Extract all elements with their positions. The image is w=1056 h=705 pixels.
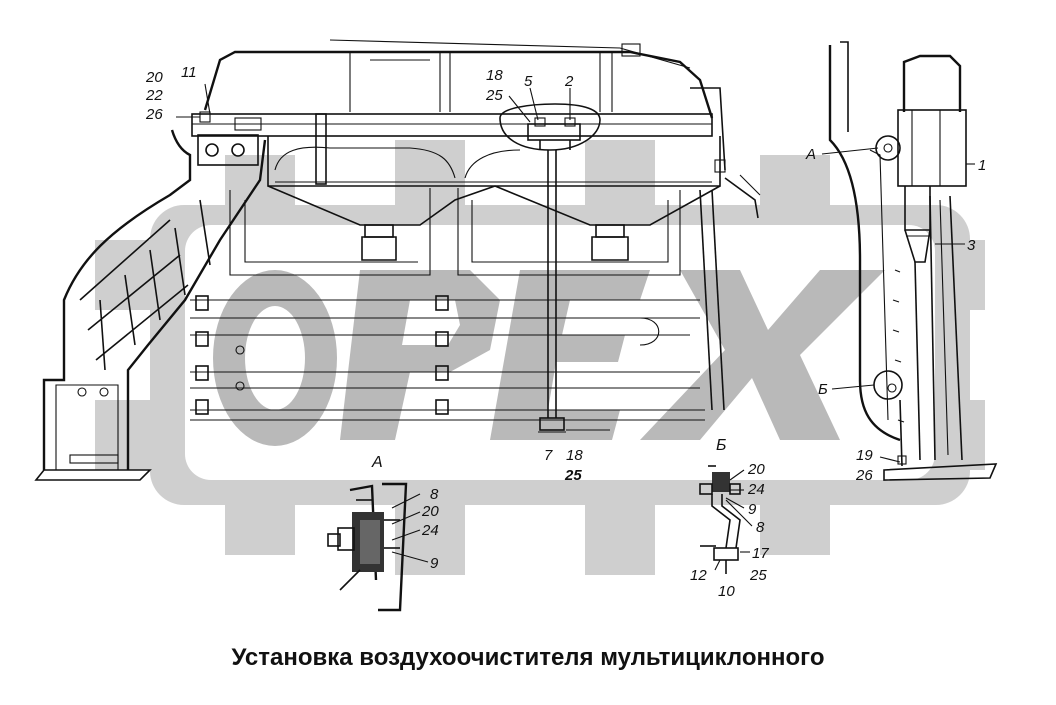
leader-lines: [176, 83, 975, 571]
detail-b-callout-25: 25: [749, 567, 767, 584]
callout-mark-a: А: [805, 146, 816, 163]
detail-b-callout-9: 9: [748, 501, 757, 518]
detail-a-callout-8: 8: [430, 486, 439, 503]
detail-b-drawing: [699, 465, 741, 574]
callout-7: 7: [544, 447, 553, 464]
drawing-caption: Установка воздухоочистителя мультициклон…: [232, 644, 825, 671]
callout-25-bottom: 25: [564, 467, 582, 484]
detail-a-drawing: [327, 482, 408, 612]
callout-5: 5: [524, 73, 533, 90]
callout-mark-b: Б: [818, 381, 828, 398]
center-support-rod: [538, 150, 610, 433]
callout-2: 2: [564, 73, 574, 90]
callout-3: 3: [967, 237, 976, 254]
callout-19: 19: [856, 447, 873, 464]
left-support-frame: [34, 129, 267, 481]
callout-1: 1: [978, 157, 986, 174]
callout-18-bottom: 18: [566, 447, 583, 464]
cab-panel: [203, 39, 726, 171]
detail-b-callout-8: 8: [756, 519, 765, 536]
detail-b-callout-24: 24: [747, 481, 765, 498]
detail-a-title: А: [371, 454, 383, 471]
side-view-assembly: [828, 41, 998, 481]
detail-b-callout-20: 20: [747, 461, 765, 478]
filter-top-housing: [499, 103, 601, 151]
detail-b-title: Б: [716, 437, 726, 454]
watermark-logo: [95, 140, 985, 575]
detail-a-callout-24: 24: [421, 522, 439, 539]
callout-18-top: 18: [486, 67, 503, 84]
callout-22: 22: [145, 87, 163, 104]
callout-25-top: 25: [485, 87, 503, 104]
detail-b-callout-17: 17: [752, 545, 769, 562]
detail-a-callout-20: 20: [421, 503, 439, 520]
callout-26-right: 26: [855, 467, 873, 484]
detail-a-callout-9: 9: [430, 555, 439, 572]
callout-11: 11: [181, 64, 197, 81]
callout-labels: 20 22 26 11 18 25 5 2 А 1 3 Б 19 26 7 18…: [145, 64, 986, 600]
callout-26-top: 26: [145, 106, 163, 123]
detail-b-callout-12: 12: [690, 567, 707, 584]
background-piping: [190, 146, 725, 421]
detail-b-callout-10: 10: [718, 583, 735, 600]
callout-20-top: 20: [145, 69, 163, 86]
